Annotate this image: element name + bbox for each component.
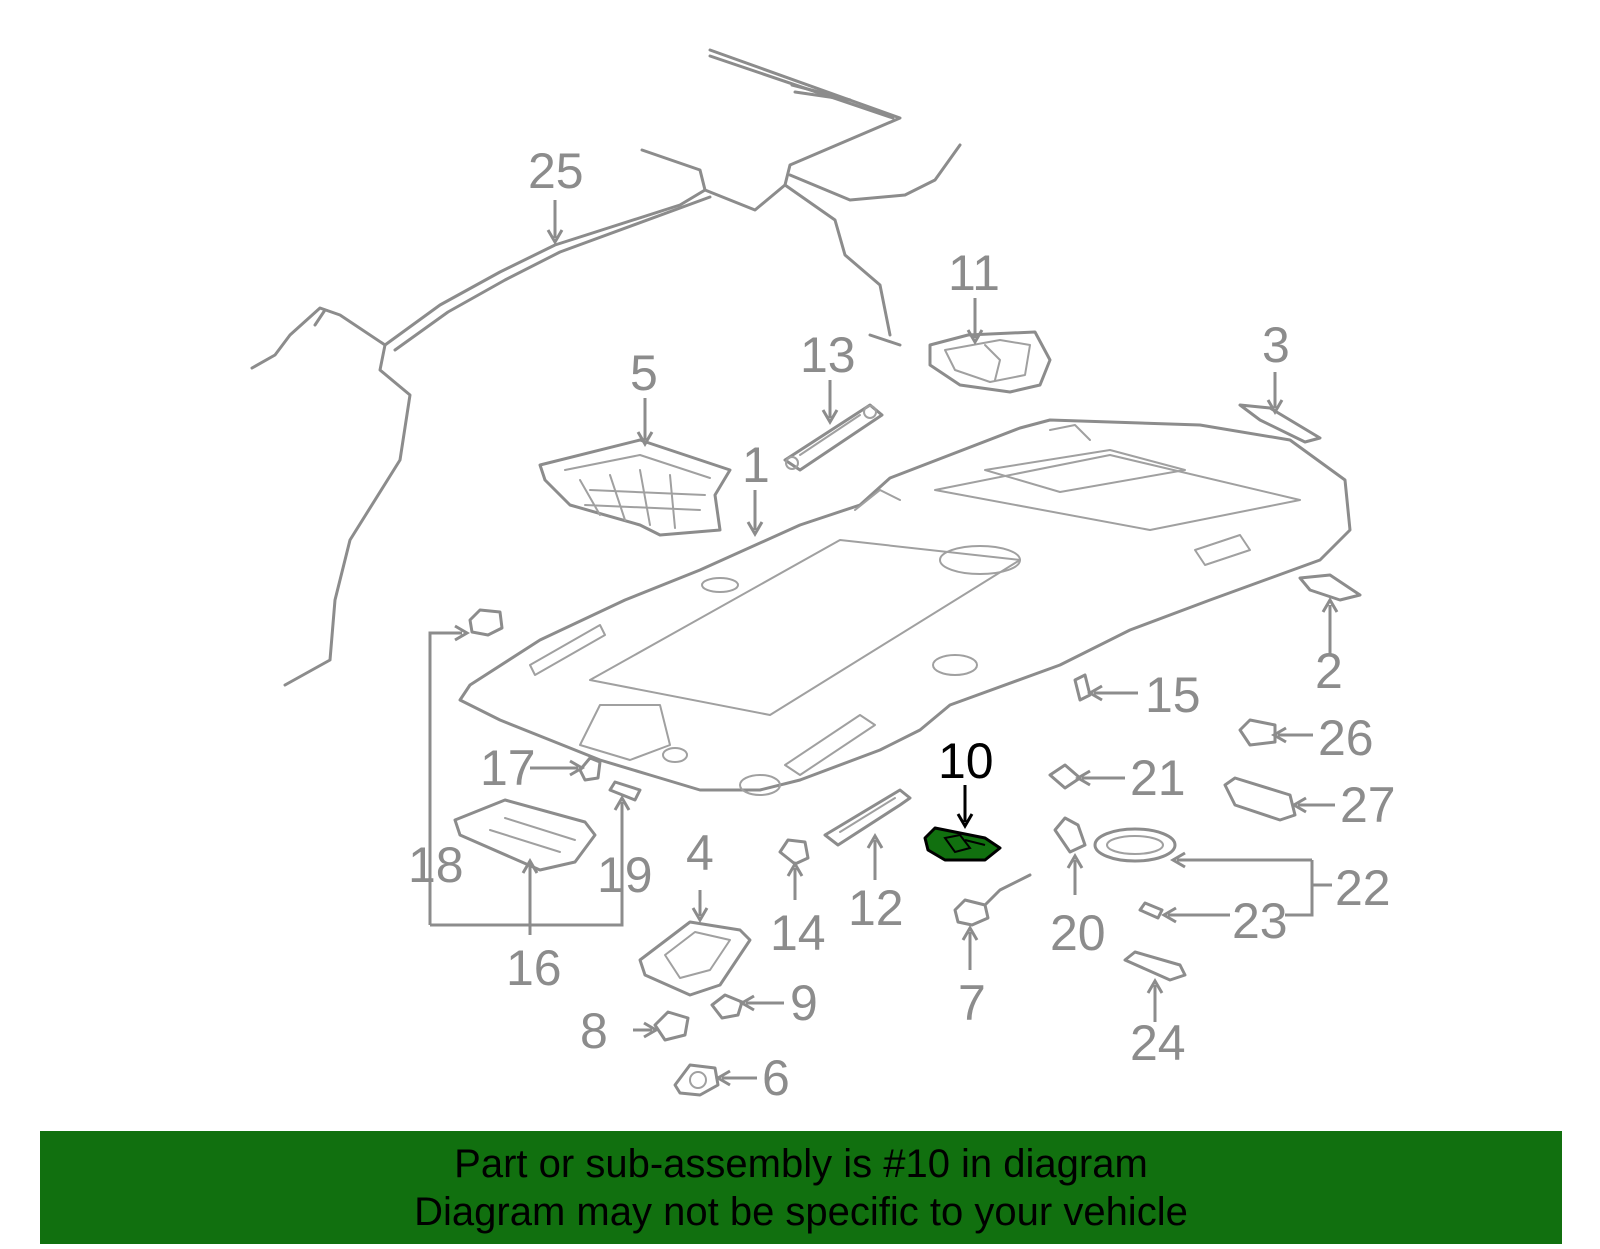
part-2-clip[interactable] xyxy=(1298,573,1362,602)
part-16-sun-visor[interactable] xyxy=(453,798,597,872)
part-15-clip[interactable] xyxy=(1073,673,1092,702)
label-11: 11 xyxy=(948,245,1000,301)
part-25-wiring-harness[interactable] xyxy=(250,48,962,687)
label-7: 7 xyxy=(958,975,986,1031)
label-16: 16 xyxy=(506,940,562,996)
label-14: 14 xyxy=(770,905,826,961)
banner-line-1: Part or sub-assembly is #10 in diagram xyxy=(454,1141,1148,1186)
part-18-visor-clip[interactable] xyxy=(468,608,504,637)
part-labels: 25 11 3 13 5 1 2 15 26 10 17 21 27 4 18 … xyxy=(408,143,1396,1106)
label-15: 15 xyxy=(1145,667,1201,723)
label-21: 21 xyxy=(1130,750,1186,806)
label-20: 20 xyxy=(1050,905,1106,961)
part-7-socket-wire[interactable] xyxy=(953,873,1032,927)
label-17: 17 xyxy=(480,740,536,796)
label-26: 26 xyxy=(1318,710,1374,766)
label-9: 9 xyxy=(790,975,818,1031)
part-10-highlighted[interactable] xyxy=(923,826,1002,862)
part-17-clip[interactable] xyxy=(578,756,602,782)
part-6-lamp[interactable] xyxy=(673,1063,720,1097)
label-19: 19 xyxy=(597,847,653,903)
part-5-insulator-pad[interactable] xyxy=(538,438,732,537)
label-1: 1 xyxy=(742,437,770,493)
label-27: 27 xyxy=(1340,777,1396,833)
part-9-bulb-socket[interactable] xyxy=(710,993,744,1020)
part-19-rod[interactable] xyxy=(608,780,642,802)
part-26-bracket[interactable] xyxy=(1238,718,1277,747)
label-13: 13 xyxy=(800,327,856,383)
label-8: 8 xyxy=(580,1003,608,1059)
label-22: 22 xyxy=(1335,860,1391,916)
part-24-lens[interactable] xyxy=(1123,950,1187,982)
banner-line-2: Diagram may not be specific to your vehi… xyxy=(414,1189,1188,1234)
part-20-socket[interactable] xyxy=(1053,816,1087,854)
label-18: 18 xyxy=(408,837,464,893)
label-5: 5 xyxy=(630,345,658,401)
part-13-grab-handle-bracket[interactable] xyxy=(783,403,884,472)
label-23: 23 xyxy=(1232,893,1288,949)
part-14-cap[interactable] xyxy=(778,838,810,866)
part-23-bulb[interactable] xyxy=(1138,901,1164,920)
part-12-grab-handle[interactable] xyxy=(823,788,912,847)
leader-lines xyxy=(428,200,1339,1087)
part-22-reading-lamp[interactable] xyxy=(1093,827,1177,863)
part-21-pad[interactable] xyxy=(1048,763,1082,790)
label-25: 25 xyxy=(528,143,584,199)
label-4: 4 xyxy=(686,825,714,881)
label-12: 12 xyxy=(848,880,904,936)
part-27-lamp[interactable] xyxy=(1223,776,1297,822)
label-10: 10 xyxy=(938,733,994,789)
label-24: 24 xyxy=(1130,1015,1186,1071)
part-4-dome-lamp[interactable] xyxy=(638,920,752,997)
part-1-headliner[interactable] xyxy=(458,418,1352,796)
info-banner: Part or sub-assembly is #10 in diagram D… xyxy=(40,1131,1562,1244)
part-8-lamp-bracket[interactable] xyxy=(653,1010,690,1042)
part-11-console-bracket[interactable] xyxy=(928,330,1052,394)
label-2: 2 xyxy=(1315,643,1343,699)
part-3-clip[interactable] xyxy=(1238,403,1322,444)
label-3: 3 xyxy=(1262,317,1290,373)
label-6: 6 xyxy=(762,1050,790,1106)
